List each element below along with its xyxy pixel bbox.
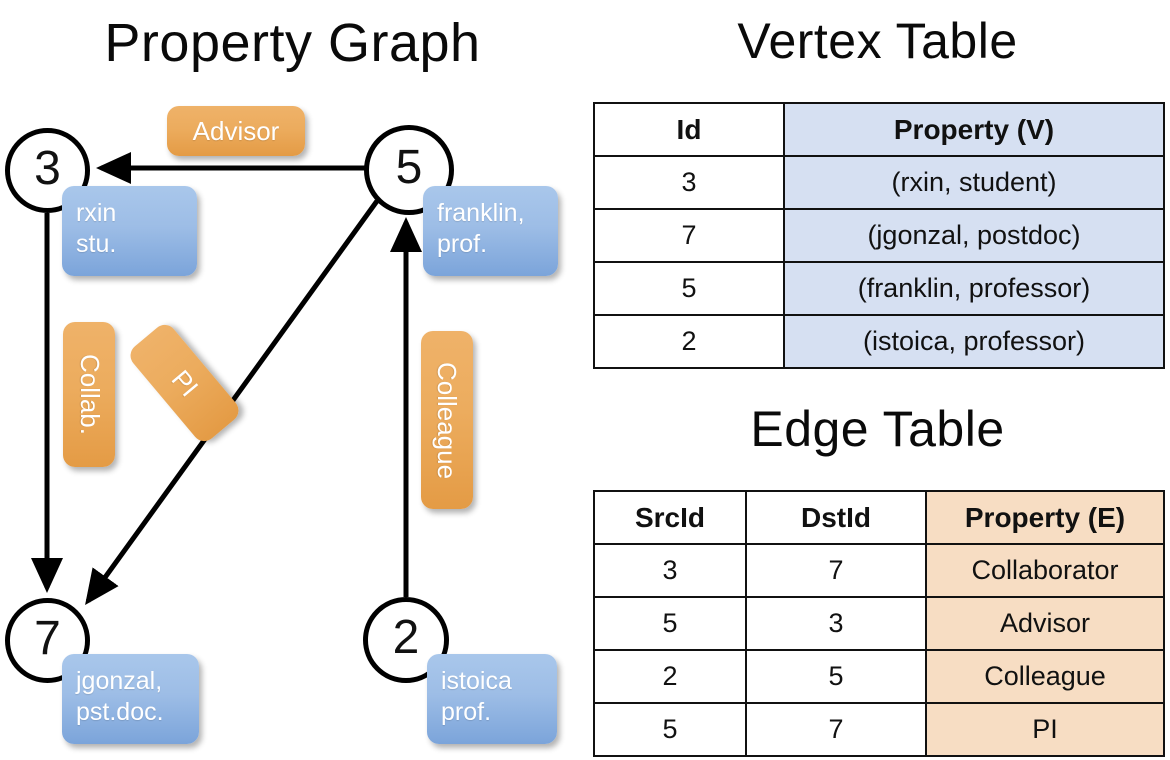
table-row[interactable]: 5 3 Advisor: [593, 596, 1165, 651]
edge-cell-dstid: 5: [745, 649, 927, 704]
graph-node-2[interactable]: 2: [363, 597, 449, 683]
edge-label-colleague-text: Colleague: [432, 361, 463, 479]
property-graph-diagram: 3 5 7 2 rxin stu. franklin, prof. jgonza…: [5, 106, 558, 744]
table-row[interactable]: 5 7 PI: [593, 702, 1165, 757]
page-title-vertex-table: Vertex Table: [737, 13, 1018, 69]
edge-cell-dstid: 3: [745, 596, 927, 651]
edge-table-header-dstid: DstId: [745, 490, 927, 545]
vertex-table-header-id: Id: [593, 102, 785, 157]
edge-label-advisor-text: Advisor: [192, 115, 280, 146]
edge-label-pi-text: PI: [165, 363, 205, 402]
edge-label-colleague: Colleague: [421, 331, 473, 509]
graph-node-2-label: 2: [392, 611, 420, 664]
edge-table-header-srcid: SrcId: [593, 490, 747, 545]
vertex-cell-id: 7: [593, 208, 785, 263]
vertex-cell-property: (rxin, student): [783, 155, 1165, 210]
edge-cell-srcid: 2: [593, 649, 747, 704]
vertex-property-box-3: rxin stu.: [62, 186, 197, 276]
vertex-cell-property: (jgonzal, postdoc): [783, 208, 1165, 263]
edge-cell-srcid: 3: [593, 543, 747, 598]
edge-table-header-property: Property (E): [925, 490, 1165, 545]
edge-cell-srcid: 5: [593, 596, 747, 651]
vertex-cell-property: (franklin, professor): [783, 261, 1165, 316]
vertex-property-box-2: istoica prof.: [427, 654, 557, 744]
edge-label-collab-text: Collab.: [74, 354, 105, 435]
edge-cell-dstid: 7: [745, 702, 927, 757]
vertex-cell-id: 2: [593, 314, 785, 369]
edge-cell-dstid: 7: [745, 543, 927, 598]
edge-label-collab: Collab.: [63, 322, 115, 467]
table-row[interactable]: 7 (jgonzal, postdoc): [593, 208, 1165, 263]
table-row[interactable]: 3 7 Collaborator: [593, 543, 1165, 598]
edge-label-advisor: Advisor: [167, 106, 305, 156]
vertex-table-header-row: Id Property (V): [593, 102, 1165, 157]
vertex-cell-property: (istoica, professor): [783, 314, 1165, 369]
vertex-table: Id Property (V) 3 (rxin, student) 7 (jgo…: [593, 102, 1165, 369]
vertex-property-box-7: jgonzal, pst.doc.: [62, 654, 199, 744]
vertex-cell-id: 5: [593, 261, 785, 316]
graph-node-7-label: 7: [34, 611, 61, 665]
table-row[interactable]: 3 (rxin, student): [593, 155, 1165, 210]
edge-cell-property: Collaborator: [925, 543, 1165, 598]
page-title-edge-table: Edge Table: [750, 401, 1005, 457]
graph-node-5-label: 5: [395, 141, 423, 194]
page-title-property-graph: Property Graph: [104, 13, 481, 73]
vertex-property-box-5: franklin, prof.: [423, 186, 558, 276]
vertex-table-header-property: Property (V): [783, 102, 1165, 157]
edge-cell-property: Advisor: [925, 596, 1165, 651]
graph-node-3-label: 3: [34, 141, 61, 195]
table-row[interactable]: 2 5 Colleague: [593, 649, 1165, 704]
vertex-cell-id: 3: [593, 155, 785, 210]
edge-cell-property: Colleague: [925, 649, 1165, 704]
table-row[interactable]: 2 (istoica, professor): [593, 314, 1165, 369]
edge-cell-srcid: 5: [593, 702, 747, 757]
graph-node-5[interactable]: 5: [364, 125, 454, 215]
table-row[interactable]: 5 (franklin, professor): [593, 261, 1165, 316]
edge-table: SrcId DstId Property (E) 3 7 Collaborato…: [593, 490, 1165, 757]
edge-table-header-row: SrcId DstId Property (E): [593, 490, 1165, 545]
edge-cell-property: PI: [925, 702, 1165, 757]
